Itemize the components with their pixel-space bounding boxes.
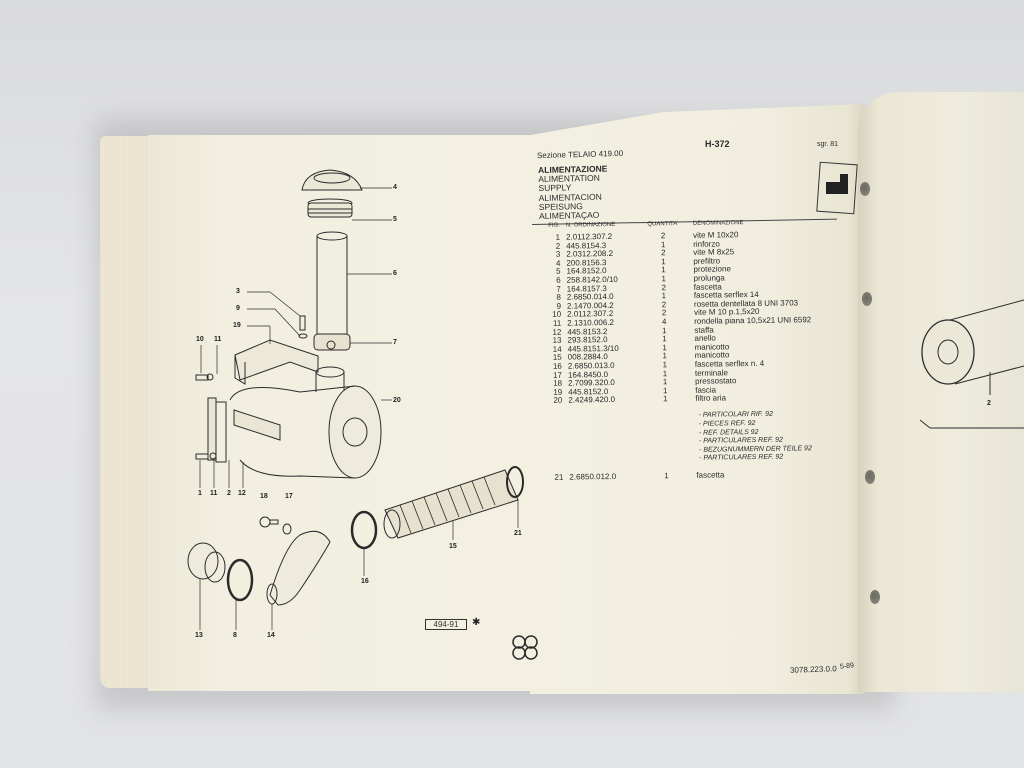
catalog-code: 3078.223.0.0 bbox=[789, 664, 837, 675]
cell-fig: 20 bbox=[553, 395, 563, 406]
callout-13: 13 bbox=[195, 632, 203, 639]
callout-4: 4 bbox=[393, 184, 397, 191]
parts-table: FIG. N. ORDINAZIONE QUANTITA' DENOMINAZI… bbox=[538, 220, 841, 483]
callout-11-top: 11 bbox=[214, 336, 222, 343]
drawing-reference: 494-91 bbox=[425, 619, 467, 630]
col-description: DENOMINAZIONE bbox=[692, 220, 744, 227]
callout-6: 6 bbox=[393, 270, 397, 277]
cell-qty: 1 bbox=[663, 394, 668, 404]
callout-8: 8 bbox=[233, 632, 237, 639]
callout-3: 3 bbox=[236, 288, 240, 295]
callout-20: 20 bbox=[393, 397, 401, 404]
group-label: sgr. 81 bbox=[817, 141, 839, 148]
section-titles: ALIMENTAZIONE ALIMENTATION SUPPLY ALIMEN… bbox=[538, 164, 608, 222]
col-number: N. ORDINAZIONE bbox=[565, 221, 616, 229]
callout-14: 14 bbox=[267, 632, 275, 639]
next-page bbox=[858, 92, 1024, 692]
binder-hole bbox=[862, 292, 872, 306]
col-qty: QUANTITA' bbox=[647, 221, 679, 228]
callout-7: 7 bbox=[393, 339, 397, 346]
callout-19: 19 bbox=[233, 322, 241, 329]
callout-21: 21 bbox=[514, 530, 522, 537]
print-date: 5-89 bbox=[839, 662, 855, 671]
callout-12: 12 bbox=[238, 490, 246, 497]
callout-15: 15 bbox=[449, 543, 457, 550]
binder-hole bbox=[865, 470, 875, 484]
callout-17: 17 bbox=[285, 493, 293, 500]
tractor-icon bbox=[816, 161, 858, 215]
next-page-callout-2: 2 bbox=[987, 400, 991, 407]
callout-10: 10 bbox=[196, 336, 204, 343]
callout-5: 5 bbox=[393, 216, 397, 223]
page-code: H-372 bbox=[705, 139, 730, 149]
callout-9: 9 bbox=[236, 305, 240, 312]
callout-1: 1 bbox=[198, 490, 202, 497]
callout-16: 16 bbox=[361, 578, 369, 585]
binder-hole bbox=[870, 590, 880, 604]
right-page bbox=[530, 104, 865, 694]
callout-18: 18 bbox=[260, 493, 268, 500]
binder-hole bbox=[860, 182, 870, 196]
title-portuguese: ALIMENTAÇAO bbox=[538, 209, 600, 222]
col-fig: FIG. bbox=[548, 222, 560, 229]
drawing-marker: ✱ bbox=[472, 617, 481, 628]
callout-2: 2 bbox=[227, 490, 231, 497]
callout-11-bottom: 11 bbox=[210, 490, 218, 497]
